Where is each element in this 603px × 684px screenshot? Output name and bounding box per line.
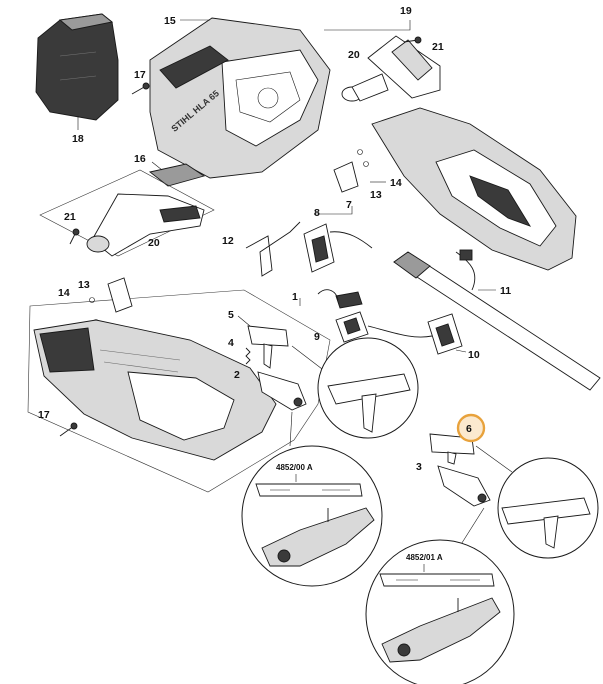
zoom-line-lever-right bbox=[475, 445, 513, 473]
callout-1: 1 bbox=[292, 291, 298, 303]
part-13-bracket-left[interactable] bbox=[89, 277, 133, 325]
detail-trigger-a-side[interactable] bbox=[261, 507, 375, 567]
callout-17-top: 17 bbox=[134, 69, 146, 81]
callout-14-right: 14 bbox=[390, 177, 402, 189]
callout-17-lower: 17 bbox=[38, 409, 50, 421]
bracket-7-8 bbox=[314, 206, 353, 215]
callout-6: 6 bbox=[466, 423, 472, 435]
part-5-lever[interactable] bbox=[247, 325, 289, 369]
callout-13-right: 13 bbox=[370, 189, 382, 201]
callout-4: 4 bbox=[228, 337, 234, 349]
part-17-screw-top[interactable] bbox=[131, 82, 150, 95]
code-label-b: 4852/01 A bbox=[406, 553, 443, 562]
leader-10 bbox=[455, 349, 467, 353]
callout-21-top: 21 bbox=[432, 41, 444, 53]
callout-12: 12 bbox=[222, 235, 234, 247]
part-13-bracket-right[interactable] bbox=[333, 149, 369, 193]
callout-8: 8 bbox=[314, 207, 320, 219]
callout-5: 5 bbox=[228, 309, 234, 321]
zoom-line-trigger-a bbox=[289, 411, 293, 447]
part-main-handle-housing[interactable] bbox=[33, 319, 277, 461]
part-9-switch[interactable] bbox=[317, 289, 369, 343]
callout-7: 7 bbox=[346, 199, 352, 211]
detail-trigger-b-top[interactable] bbox=[379, 573, 495, 587]
part-8-control-module[interactable] bbox=[303, 223, 335, 273]
callout-9: 9 bbox=[314, 331, 320, 343]
callout-2: 2 bbox=[234, 369, 240, 381]
part-21-screw-lower[interactable] bbox=[69, 228, 80, 245]
part-20-handle-lower[interactable] bbox=[86, 193, 205, 257]
part-4-spring[interactable] bbox=[245, 347, 251, 365]
zoom-line-lever bbox=[291, 345, 327, 373]
callout-10: 10 bbox=[468, 349, 480, 361]
part-18-cover[interactable] bbox=[35, 13, 119, 121]
part-20-bushing-top[interactable] bbox=[341, 73, 389, 102]
part-11-cable[interactable] bbox=[455, 249, 476, 291]
part-15-housing[interactable]: STIHL HLA 65 bbox=[149, 17, 331, 179]
part-17-screw-lower[interactable] bbox=[59, 422, 78, 437]
callout-19: 19 bbox=[400, 5, 412, 17]
callout-14-left: 14 bbox=[58, 287, 70, 299]
part-shaft-tube[interactable] bbox=[393, 251, 601, 391]
detail-lever-zoom[interactable] bbox=[327, 373, 411, 433]
callout-21-lower: 21 bbox=[64, 211, 76, 223]
callout-3: 3 bbox=[416, 461, 422, 473]
detail-trigger-b-side[interactable] bbox=[381, 597, 501, 663]
callout-16: 16 bbox=[134, 153, 146, 165]
callout-13-left: 13 bbox=[78, 279, 90, 291]
part-19-cover-plate[interactable] bbox=[367, 35, 441, 99]
part-16-label[interactable] bbox=[148, 163, 206, 187]
part-12-spring[interactable] bbox=[245, 221, 301, 277]
zoom-line-trigger-b bbox=[459, 507, 485, 547]
part-21-screw-top[interactable] bbox=[403, 36, 422, 44]
callout-20-lower: 20 bbox=[148, 237, 160, 249]
part-rear-handle-assembly[interactable] bbox=[371, 107, 577, 271]
code-label-a: 4852/00 A bbox=[276, 463, 313, 472]
callout-6-ring[interactable] bbox=[456, 413, 486, 443]
leader-16 bbox=[151, 161, 163, 171]
callout-11: 11 bbox=[500, 285, 511, 297]
part-3-trigger[interactable] bbox=[437, 465, 491, 507]
part-2-trigger[interactable] bbox=[257, 371, 307, 411]
callout-20-top: 20 bbox=[348, 49, 360, 61]
callout-18: 18 bbox=[72, 133, 84, 145]
callout-15: 15 bbox=[164, 15, 176, 27]
part-10-harness[interactable] bbox=[367, 313, 463, 355]
bracket-19 bbox=[324, 20, 411, 31]
part-7-wiring[interactable] bbox=[329, 231, 373, 249]
detail-lever-right-zoom[interactable] bbox=[501, 497, 591, 549]
leader-5 bbox=[237, 315, 251, 327]
detail-trigger-a-top[interactable] bbox=[255, 483, 363, 497]
